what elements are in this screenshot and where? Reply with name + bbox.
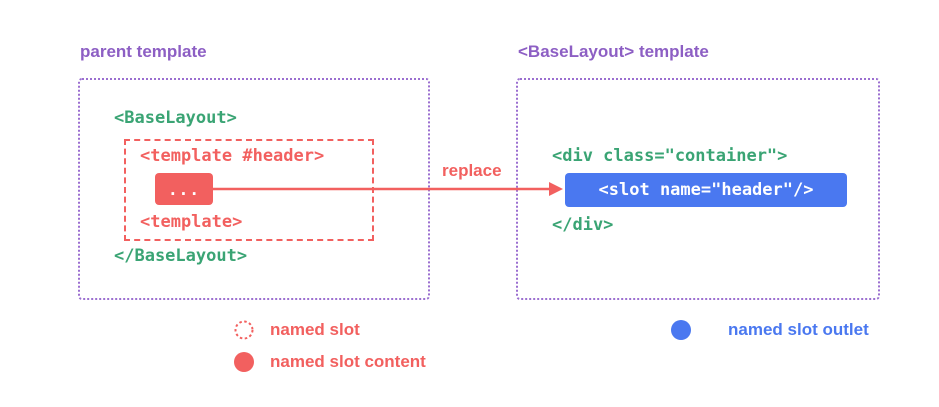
baselayout-open-tag: <BaseLayout> — [114, 108, 237, 128]
div-close-tag: </div> — [552, 215, 614, 235]
named-slot-content: ... — [155, 173, 213, 205]
named-slot-outlet-legend-icon — [671, 320, 691, 340]
template-header-open-tag: <template #header> — [140, 146, 325, 166]
legend-named-slot: named slot — [270, 320, 360, 339]
div-open-tag: <div class="container"> — [552, 146, 788, 166]
baselayout-template-title: <BaseLayout> template — [518, 42, 709, 61]
template-close-tag: <template> — [140, 212, 243, 232]
parent-template-title: parent template — [80, 42, 207, 61]
named-slot-legend-icon — [234, 320, 254, 340]
legend-named-slot-outlet: named slot outlet — [728, 320, 869, 339]
named-slot-outlet: <slot name="header"/> — [565, 173, 847, 207]
baselayout-close-tag: </BaseLayout> — [114, 246, 248, 266]
named-slot-content-legend-icon — [234, 352, 254, 372]
legend-named-slot-content: named slot content — [270, 352, 426, 371]
replace-label: replace — [442, 161, 502, 180]
